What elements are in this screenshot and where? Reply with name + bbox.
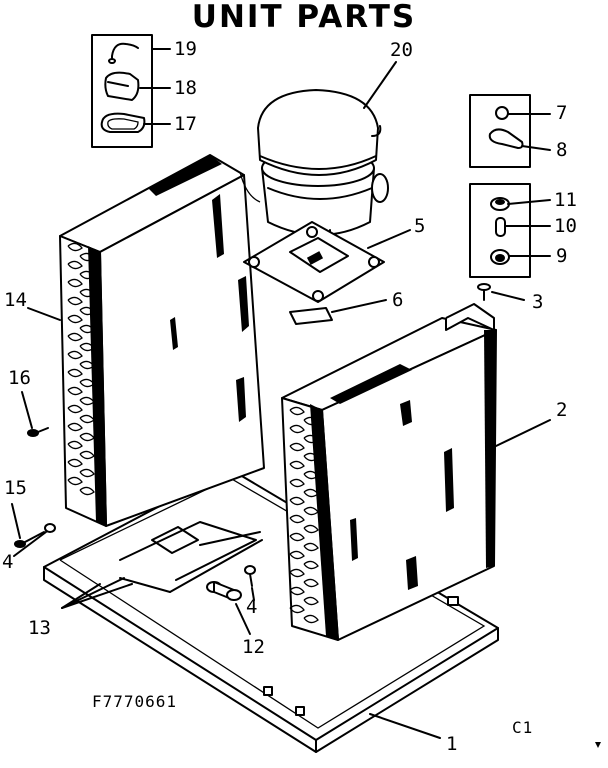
inset-box-17-19 xyxy=(91,34,153,148)
part-label-6: 6 xyxy=(392,289,404,311)
part-label-11: 11 xyxy=(554,189,577,211)
part-label-19: 19 xyxy=(174,38,197,60)
part-label-13: 13 xyxy=(28,617,51,639)
part-label-18: 18 xyxy=(174,77,197,99)
screw-3 xyxy=(477,283,491,301)
strap xyxy=(289,307,333,325)
part-label-2: 2 xyxy=(556,399,568,421)
base-pan xyxy=(43,468,499,753)
part-label-16: 16 xyxy=(8,367,31,389)
inset-box-7-8 xyxy=(469,94,531,168)
part-label-14: 14 xyxy=(4,289,27,311)
part-label-4-base: 4 xyxy=(246,596,258,618)
part-label-17: 17 xyxy=(174,113,197,135)
screw-4-base xyxy=(244,565,256,587)
part-label-15: 15 xyxy=(4,477,27,499)
part-label-12: 12 xyxy=(242,636,265,658)
drawing-number: F7770661 xyxy=(92,692,178,711)
screw-15 xyxy=(14,531,45,548)
sheet-code: C1 xyxy=(512,718,534,737)
part-label-3: 3 xyxy=(532,291,544,313)
washer-4 xyxy=(44,523,56,533)
part-label-9: 9 xyxy=(556,245,568,267)
screw-16 xyxy=(27,427,49,437)
grommet-12 xyxy=(206,581,242,601)
compressor-mount-plate xyxy=(243,221,385,303)
compressor xyxy=(239,89,389,245)
corner-mark xyxy=(595,742,601,748)
part-label-20: 20 xyxy=(390,39,413,61)
part-label-8: 8 xyxy=(556,139,568,161)
diagram-title: UNIT PARTS xyxy=(191,0,417,35)
part-label-7: 7 xyxy=(556,102,568,124)
inset-box-9-11 xyxy=(469,183,531,278)
right-evaporator-coil xyxy=(281,303,497,641)
leader-lines xyxy=(11,48,551,739)
part-label-5: 5 xyxy=(414,215,426,237)
part-label-4-left: 4 xyxy=(2,551,14,573)
part-label-1: 1 xyxy=(446,733,458,755)
left-condenser-coil xyxy=(59,154,265,527)
part-label-10: 10 xyxy=(554,215,577,237)
